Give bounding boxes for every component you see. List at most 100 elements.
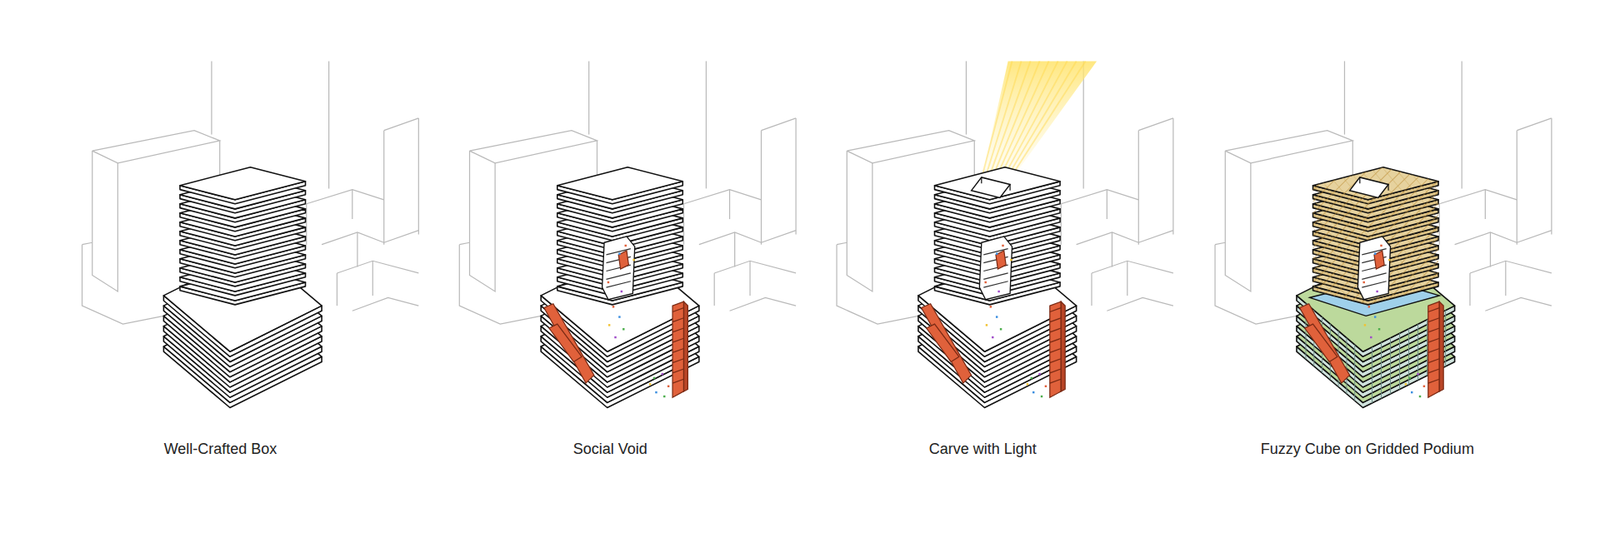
context-line xyxy=(760,118,796,131)
context-line xyxy=(683,190,761,205)
context-line xyxy=(336,273,338,306)
context-line xyxy=(356,232,358,268)
massing-panel xyxy=(459,60,796,408)
tower-slab xyxy=(180,167,306,200)
context-line xyxy=(760,230,796,244)
confetti-people xyxy=(607,245,670,399)
context-line xyxy=(384,230,420,244)
confetti-people xyxy=(984,245,1047,399)
context-line xyxy=(418,118,420,235)
tower xyxy=(557,167,684,305)
context-line xyxy=(328,60,330,189)
context-line xyxy=(1455,232,1518,245)
context-line xyxy=(729,190,730,220)
massing-panel xyxy=(1215,60,1552,408)
orange-stair xyxy=(921,301,1066,398)
context-line xyxy=(836,245,919,325)
context-line xyxy=(459,245,541,325)
tower-slab xyxy=(557,167,684,200)
panel-caption: Fuzzy Cube on Gridded Podium xyxy=(1260,440,1475,459)
context-line xyxy=(965,60,967,135)
context-line xyxy=(1215,242,1225,245)
context-line xyxy=(730,297,797,311)
context-line xyxy=(92,150,119,292)
context-buildings xyxy=(82,60,420,325)
context-line xyxy=(699,232,762,245)
context-line xyxy=(749,260,750,296)
context-line xyxy=(470,130,598,164)
panel-caption: Carve with Light xyxy=(929,440,1037,459)
context-line xyxy=(846,130,975,164)
context-line xyxy=(306,190,385,205)
light-rays xyxy=(981,60,1097,181)
context-buildings xyxy=(459,60,796,325)
context-line xyxy=(1126,260,1128,296)
context-line xyxy=(372,260,374,296)
context-buildings xyxy=(1215,60,1552,325)
context-line xyxy=(1138,230,1174,244)
context-line xyxy=(846,150,873,292)
context-line xyxy=(1106,190,1108,220)
context-line xyxy=(321,232,385,245)
context-line xyxy=(1344,60,1345,135)
context-line xyxy=(1439,190,1517,205)
context-line xyxy=(305,204,307,245)
context-line xyxy=(1516,130,1518,245)
context-line xyxy=(1083,60,1085,189)
context-line xyxy=(1461,60,1463,189)
orange-stair xyxy=(1300,301,1445,398)
context-line xyxy=(92,130,220,164)
confetti-people xyxy=(1362,245,1425,399)
context-line xyxy=(82,245,165,325)
tower xyxy=(180,167,306,305)
context-line xyxy=(459,242,470,245)
context-line xyxy=(1106,297,1174,311)
context-line xyxy=(1470,260,1552,274)
context-line xyxy=(734,232,735,268)
context-line xyxy=(352,297,420,311)
context-line xyxy=(705,60,707,189)
context-line xyxy=(1225,130,1353,164)
context-line xyxy=(1060,190,1139,205)
context-line xyxy=(1076,232,1140,245)
context-line xyxy=(1090,273,1092,306)
context-line xyxy=(836,242,847,245)
context-line xyxy=(210,60,212,135)
context-line xyxy=(1138,130,1140,245)
context-line xyxy=(1516,230,1552,244)
context-line xyxy=(795,118,796,235)
context-buildings xyxy=(836,60,1174,325)
social-void xyxy=(979,236,1012,300)
context-line xyxy=(384,118,420,131)
context-line xyxy=(1550,118,1552,235)
context-line xyxy=(82,242,93,245)
context-line xyxy=(683,204,685,245)
context-line xyxy=(336,260,419,274)
context-line xyxy=(383,130,385,245)
panel-caption: Social Void xyxy=(573,440,648,459)
context-line xyxy=(1091,260,1174,274)
context-line xyxy=(1505,260,1506,296)
orange-stair xyxy=(544,301,689,398)
context-line xyxy=(470,150,496,292)
tower xyxy=(1313,167,1440,305)
context-line xyxy=(1215,245,1297,325)
fuzzy-screen xyxy=(1313,167,1440,305)
light-notch xyxy=(971,177,1011,198)
context-line xyxy=(1516,118,1552,131)
light-notch xyxy=(1350,177,1390,198)
context-line xyxy=(1138,118,1174,131)
social-void xyxy=(602,236,635,300)
massing-panel xyxy=(82,60,420,408)
podium xyxy=(163,250,322,409)
context-line xyxy=(714,260,796,274)
panel-caption: Well-Crafted Box xyxy=(164,440,278,459)
context-line xyxy=(1225,150,1251,292)
massing-panel xyxy=(836,60,1174,408)
context-line xyxy=(760,130,762,245)
context-line xyxy=(351,190,353,220)
context-line xyxy=(1485,190,1486,220)
context-line xyxy=(1490,232,1491,268)
tower xyxy=(935,167,1061,305)
